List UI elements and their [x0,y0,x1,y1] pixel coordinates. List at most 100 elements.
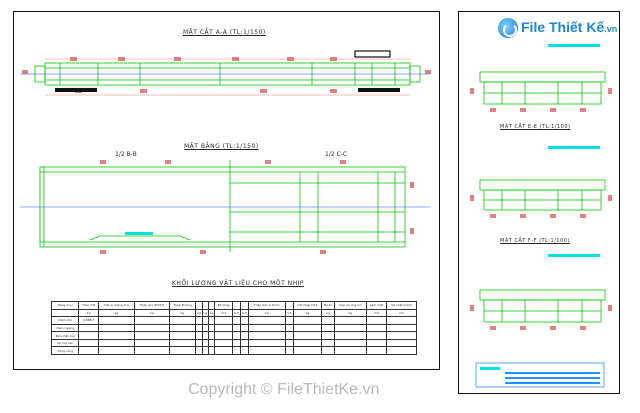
plan-title: MẶT BẰNG (TL:1/150) [184,143,259,150]
table-cell [97,323,135,333]
table-cell [168,338,197,348]
table-cell: Bê tông [214,301,233,310]
table-row: Gờ lan can [50,338,418,348]
table-cell: Dầm ngang [50,323,80,333]
table-cell: m3 [214,308,233,318]
table-cell [97,331,135,340]
table-cell: kg [321,308,335,318]
table-cell: Thép Đường [168,301,197,310]
table-cell: Thép góc 80/8/8 [133,301,170,310]
table-cell: Làm mặt [366,301,387,310]
table-cell [284,316,294,325]
table-cell: Dầm chủ [50,316,80,325]
table-cell [333,346,368,355]
section-aa-bearings [55,50,400,92]
table-cell: Thép CIII [78,301,99,310]
table-cell [321,338,335,348]
table-cell [239,346,249,355]
copyright-watermark: Copyright © FileThietKe.vn [188,381,380,398]
section-ff-title: MẶT CẮT F-F (TL:1/100) [500,238,570,244]
table-cell [214,316,233,325]
table-cell [247,323,286,333]
table-cell [366,331,387,340]
table-cell [284,338,294,348]
table-cell: Cốt thép D14 [292,301,323,310]
table-cell [284,346,294,355]
table-cell: Vữa xi măng D:A [97,301,135,310]
table-cell [168,323,197,333]
title-block [475,362,605,388]
table-cell: m3 [284,308,294,318]
table-cell [366,323,387,333]
table-cell [133,323,170,333]
table-cell [214,346,233,355]
table-cell [50,308,80,318]
drawing-sheet-right [458,11,620,394]
section-aa-title: MẶT CẮT A-A (TL:1/150) [183,29,266,36]
plan-drawing [39,160,406,252]
table-row: Tổng cộng [50,346,418,355]
logo-text: File Thiết Kế.vn [521,19,618,35]
table-cell [321,323,335,333]
table-cell [321,331,335,340]
table-cell: Bố trí [321,301,335,310]
table-cell [133,331,170,340]
quantity-title: KHỐI LƯỢNG VẬT LIỆU CHO MỘT NHỊP [172,280,305,287]
table-cell [284,323,294,333]
table-cell: kg [78,308,99,318]
table-cell [385,346,418,355]
table-cell [321,316,335,325]
table-cell [239,338,249,348]
half-bb-label: 1/2 B-B [115,151,137,158]
table-cell [292,346,323,355]
table-cell [284,301,294,310]
table-cell [239,301,249,310]
table-cell [231,346,241,355]
site-logo[interactable]: File Thiết Kế.vn [498,16,617,42]
table-cell [133,338,170,348]
right-cyan-bars [548,44,600,257]
table-cell [333,323,368,333]
table-cell: Gờ chắn bánh [385,301,418,310]
table-cell [168,331,197,340]
table-cell: kg [247,308,286,318]
table-cell: Hạng mục [50,301,80,310]
section-aa-dim-lines [45,58,410,96]
table-cell [284,331,294,340]
table-cell: kg [133,308,170,318]
table-cell [333,331,368,340]
table-cell [385,323,418,333]
table-cell [366,316,387,325]
table-cell [214,323,233,333]
table-row: Bản mặt cầu [50,331,418,340]
table-cell [333,316,368,325]
table-cell: m3 [385,308,418,318]
table-cell [366,346,387,355]
right-dims [470,88,612,330]
table-cell [97,316,135,325]
table-cell [292,316,323,325]
table-cell [321,346,335,355]
table-cell: kg [333,308,368,318]
table-cell [214,331,233,340]
table-cell [247,316,286,325]
table-cell [97,346,135,355]
table-cell [97,338,135,348]
section-dd-drawing [479,71,606,105]
table-cell [231,331,241,340]
table-cell: Gờ lan can [50,338,80,348]
table-cell: Bản mặt cầu [50,331,80,340]
table-cell: m3 [231,308,241,318]
table-cell [292,331,323,340]
table-cell [333,338,368,348]
table-cell [385,338,418,348]
table-cell: kg [168,308,197,318]
table-cell [231,316,241,325]
table-cell: kg [292,308,323,318]
section-aa-dims [22,57,431,93]
table-cell [231,301,241,310]
